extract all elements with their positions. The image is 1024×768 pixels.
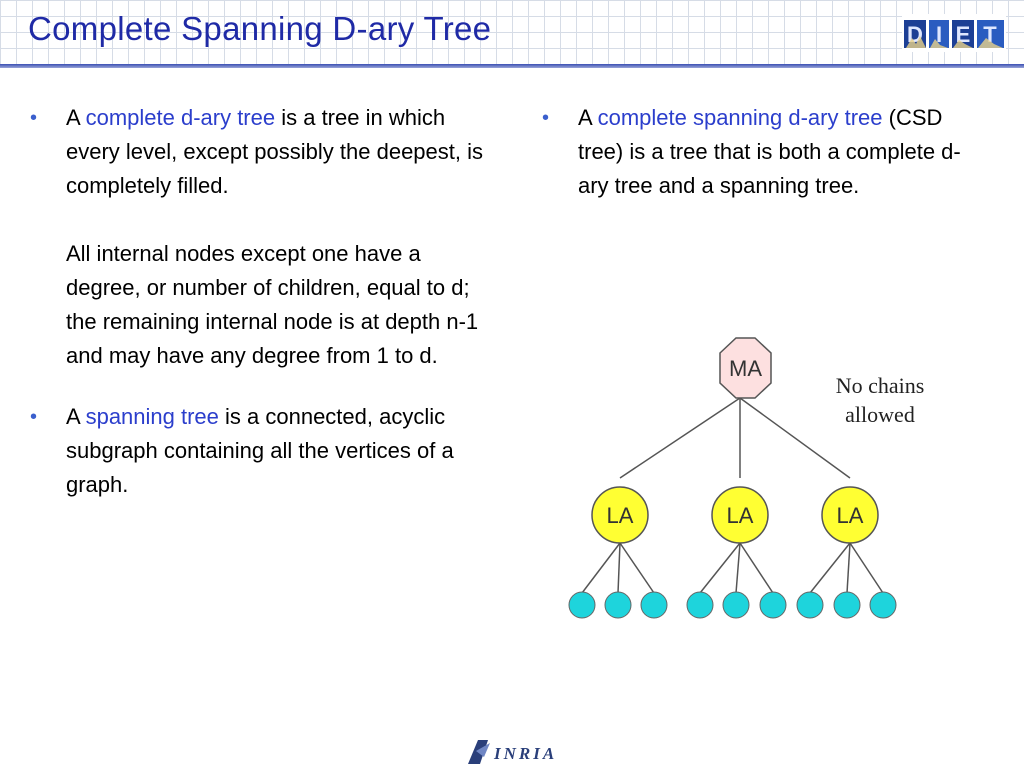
bullet-rest: (CSD tree) is a tree that is both a comp… (578, 105, 961, 198)
leaf-node (686, 591, 714, 619)
leaf-node (796, 591, 824, 619)
bullet-text: A complete d-ary tree is a tree in which… (66, 101, 500, 203)
child-node-la-1 (591, 486, 649, 544)
note-line-1: No chains (836, 373, 925, 398)
inria-logo-text: INRIA (493, 744, 557, 763)
right-column: • A complete spanning d-ary tree (CSD tr… (542, 101, 982, 230)
child-node-label: LA (607, 503, 634, 528)
child-node-label: LA (837, 503, 864, 528)
bullet-text: A spanning tree is a connected, acyclic … (66, 400, 500, 502)
diet-logo: D I E T (902, 14, 1006, 52)
leaf-node (568, 591, 596, 619)
child-node-la-3 (821, 486, 879, 544)
bullet-marker: • (30, 107, 38, 129)
root-node-ma (719, 337, 772, 399)
term-complete-spanning-dary-tree: complete spanning d-ary tree (597, 105, 883, 130)
inria-logo-mark-accent (476, 743, 490, 757)
bullet-prefix: A (66, 105, 86, 130)
bullet-spanning-tree: • A spanning tree is a connected, acycli… (30, 400, 500, 502)
bullet-marker: • (542, 107, 550, 129)
slide-header: Complete Spanning D-ary Tree D I E T (0, 0, 1024, 64)
bullet-complete-dary-tree: • A complete d-ary tree is a tree in whi… (30, 101, 500, 373)
inria-logo: INRIA (468, 740, 557, 764)
left-column: • A complete d-ary tree is a tree in whi… (30, 101, 500, 529)
term-spanning-tree: spanning tree (85, 404, 219, 429)
root-node-label: MA (729, 356, 762, 381)
leaf-node (722, 591, 750, 619)
term-complete-dary-tree: complete d-ary tree (85, 105, 276, 130)
note-line-2: allowed (845, 402, 915, 427)
slide-title: Complete Spanning D-ary Tree (28, 10, 492, 47)
leaf-nodes (568, 591, 897, 619)
child-node-label: LA (727, 503, 754, 528)
bullet-rest: is a tree in which every level, except p… (66, 105, 484, 198)
header-divider (0, 64, 1024, 68)
bullet-csd-tree: • A complete spanning d-ary tree (CSD tr… (542, 101, 982, 203)
child-node-la-2 (711, 486, 769, 544)
bullet-prefix: A (578, 105, 598, 130)
leaf-node (869, 591, 897, 619)
bullet-marker: • (30, 406, 38, 428)
bullet-prefix: A (66, 404, 86, 429)
bullet-rest: is a connected, acyclic subgraph contain… (66, 404, 454, 497)
leaf-node (759, 591, 787, 619)
bullet-text: A complete spanning d-ary tree (CSD tree… (578, 101, 982, 203)
leaf-node (604, 591, 632, 619)
csd-tree-diagram: MA LA LA LA No chains allowed (560, 328, 960, 628)
tree-edges (581, 397, 884, 594)
leaf-node (833, 591, 861, 619)
bullet-paragraph-internal-nodes: All internal nodes except one have a deg… (66, 241, 479, 368)
svg-text:I: I (936, 22, 942, 47)
leaf-node (640, 591, 668, 619)
